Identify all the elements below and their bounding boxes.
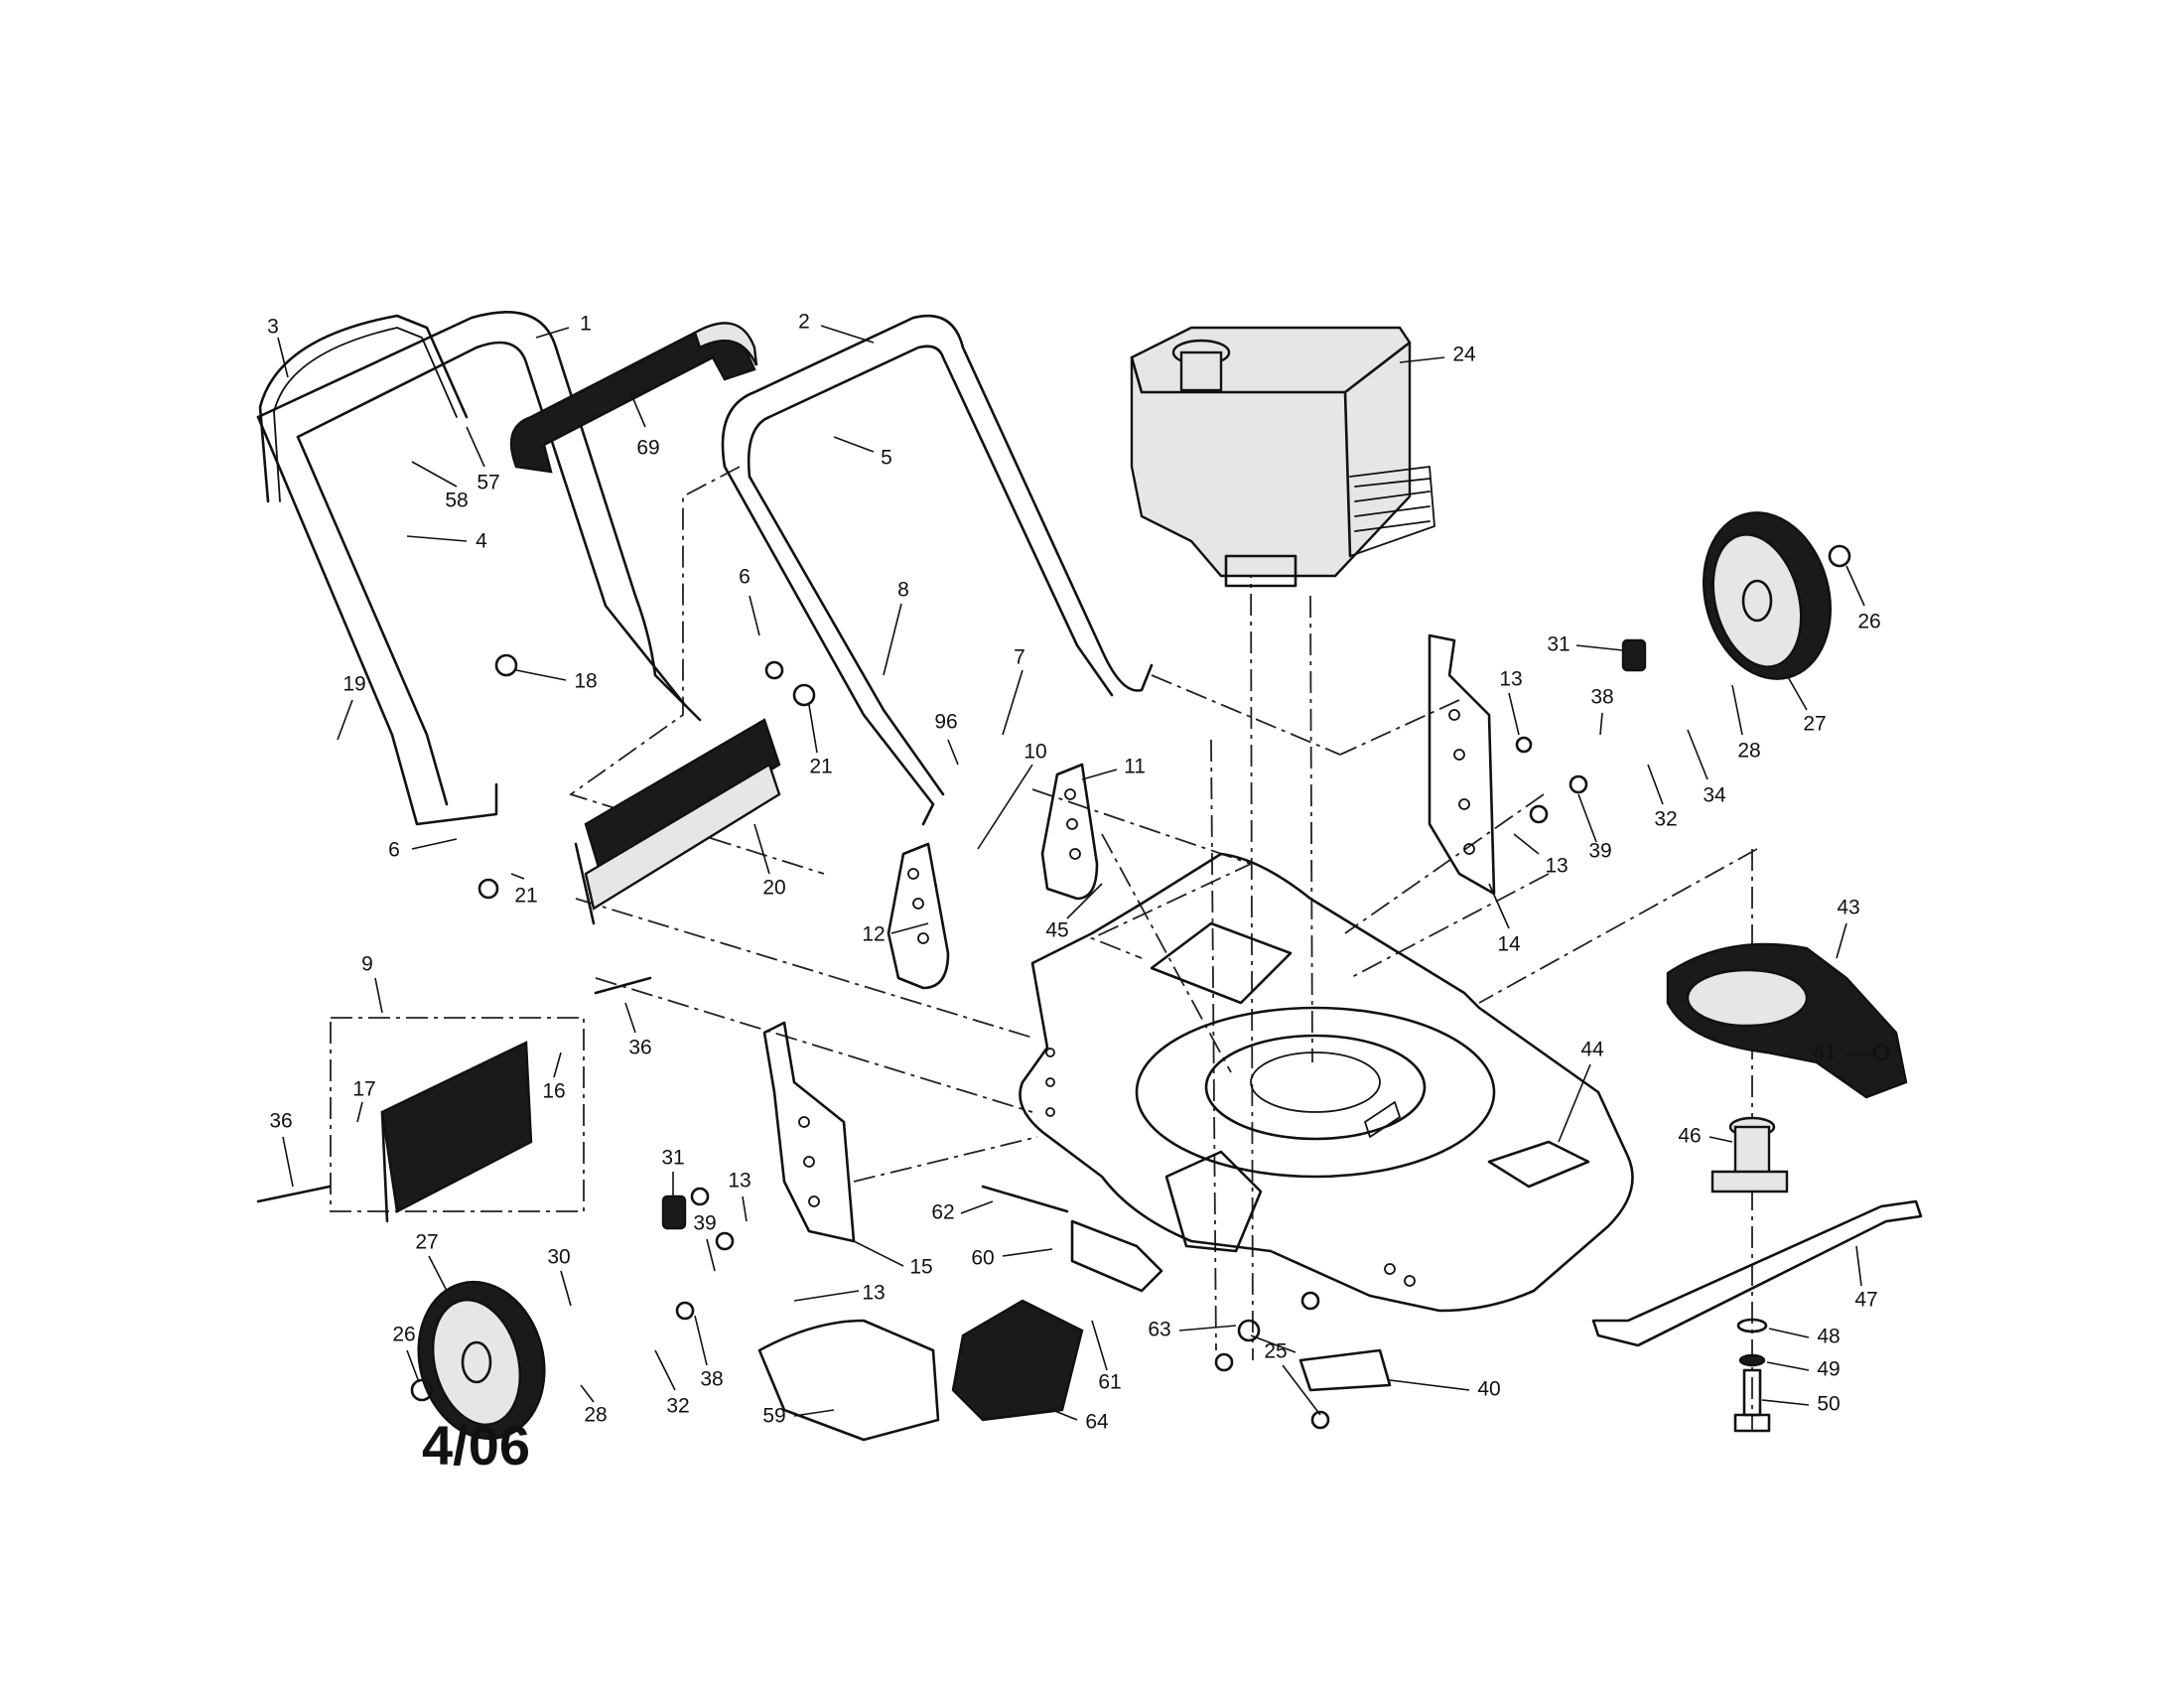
callout-45: 45 — [1045, 919, 1068, 942]
callout-13b: 13 — [1545, 855, 1568, 878]
rear-door — [574, 718, 781, 925]
assembly-lines — [568, 466, 1758, 1430]
callout-61: 61 — [1098, 1371, 1121, 1394]
callout-60: 60 — [971, 1247, 994, 1270]
callout-7: 7 — [1014, 646, 1025, 669]
callout-39a: 39 — [1588, 840, 1611, 863]
discharge-door — [951, 1299, 1084, 1422]
blade-adapter — [1710, 1116, 1789, 1193]
callout-19: 19 — [342, 673, 365, 696]
height-adjuster-right — [1428, 633, 1496, 896]
callout-25: 25 — [1264, 1340, 1287, 1363]
callout-34: 34 — [1703, 784, 1726, 807]
callout-18: 18 — [574, 670, 597, 693]
callout-96: 96 — [934, 711, 957, 734]
callout-44: 44 — [1580, 1039, 1604, 1061]
callout-26a: 26 — [1857, 611, 1880, 633]
lower-handle-left — [256, 310, 702, 826]
upper-handle-right — [721, 314, 1154, 826]
callout-46: 46 — [1678, 1125, 1701, 1148]
callout-63: 63 — [1148, 1319, 1170, 1341]
callout-13d: 13 — [862, 1282, 885, 1305]
height-adjuster-left — [762, 1021, 856, 1243]
callout-28a: 28 — [1737, 740, 1760, 763]
callout-12: 12 — [862, 923, 885, 946]
callout-62: 62 — [931, 1201, 954, 1224]
blade-baffle — [1666, 942, 1908, 1099]
callout-32a: 32 — [1654, 808, 1677, 831]
callout-32b: 32 — [666, 1395, 689, 1418]
mower-deck — [1019, 852, 1634, 1313]
control-bail-wire — [258, 314, 469, 503]
callout-26b: 26 — [392, 1324, 415, 1346]
callout-8: 8 — [897, 579, 909, 602]
callout-30: 30 — [547, 1246, 570, 1269]
handle-grip-foam — [509, 322, 758, 474]
callout-13c: 13 — [728, 1170, 751, 1193]
callout-43: 43 — [1837, 897, 1859, 919]
callout-31b: 31 — [661, 1147, 684, 1170]
callout-48: 48 — [1817, 1326, 1840, 1348]
callout-49: 49 — [1817, 1358, 1840, 1381]
engine — [1130, 326, 1435, 588]
callout-6a: 6 — [739, 566, 751, 589]
callout-16: 16 — [542, 1080, 565, 1103]
callout-5: 5 — [881, 447, 892, 470]
blade — [1591, 1199, 1923, 1347]
callout-40: 40 — [1477, 1378, 1500, 1401]
rear-baffle-assembly — [330, 1017, 585, 1223]
callout-31a: 31 — [1547, 633, 1570, 656]
callout-21b: 21 — [514, 885, 537, 908]
callout-17: 17 — [352, 1078, 375, 1101]
callout-50: 50 — [1817, 1393, 1840, 1416]
callout-11: 11 — [1124, 756, 1146, 778]
blade-bolt-stack — [1733, 1318, 1771, 1433]
callout-24: 24 — [1452, 344, 1476, 366]
callout-27a: 27 — [1803, 713, 1826, 736]
callout-57: 57 — [477, 472, 499, 494]
callout-36a: 36 — [628, 1037, 651, 1059]
callout-27b: 27 — [415, 1231, 438, 1254]
callout-1: 1 — [580, 313, 592, 336]
callout-38a: 38 — [1590, 686, 1613, 709]
mulch-plug — [757, 1319, 940, 1442]
height-bracket-11 — [1040, 763, 1099, 901]
fasteners — [256, 638, 1890, 1430]
callout-64: 64 — [1085, 1411, 1109, 1434]
wheel-left — [410, 1280, 546, 1441]
callout-9: 9 — [361, 953, 373, 976]
callout-3: 3 — [267, 316, 279, 339]
callout-47: 47 — [1854, 1289, 1877, 1312]
part-callouts: 1 2 3 4 5 6 6 7 8 9 10 11 12 13 13 13 13… — [267, 311, 1881, 1434]
callout-28b: 28 — [584, 1404, 607, 1427]
date-code: 4/06 — [422, 1414, 530, 1476]
callout-21a: 21 — [809, 756, 832, 778]
callout-6b: 6 — [388, 839, 400, 862]
callout-10: 10 — [1024, 741, 1046, 764]
callout-2: 2 — [798, 311, 810, 334]
callout-39b: 39 — [693, 1212, 716, 1235]
height-bracket-12 — [887, 842, 950, 990]
callout-36b: 36 — [269, 1110, 292, 1133]
callout-4: 4 — [476, 530, 487, 553]
callout-59: 59 — [762, 1405, 785, 1428]
callout-58: 58 — [445, 490, 468, 512]
callout-38b: 38 — [700, 1368, 723, 1391]
wheel-right — [1702, 511, 1851, 680]
hinge-bracket — [1070, 1219, 1163, 1293]
callout-20: 20 — [762, 877, 785, 900]
callout-69: 69 — [636, 437, 659, 460]
callout-13a: 13 — [1499, 668, 1522, 691]
callout-15: 15 — [909, 1256, 932, 1279]
callout-41: 41 — [1813, 1043, 1836, 1065]
callout-14: 14 — [1497, 933, 1521, 956]
